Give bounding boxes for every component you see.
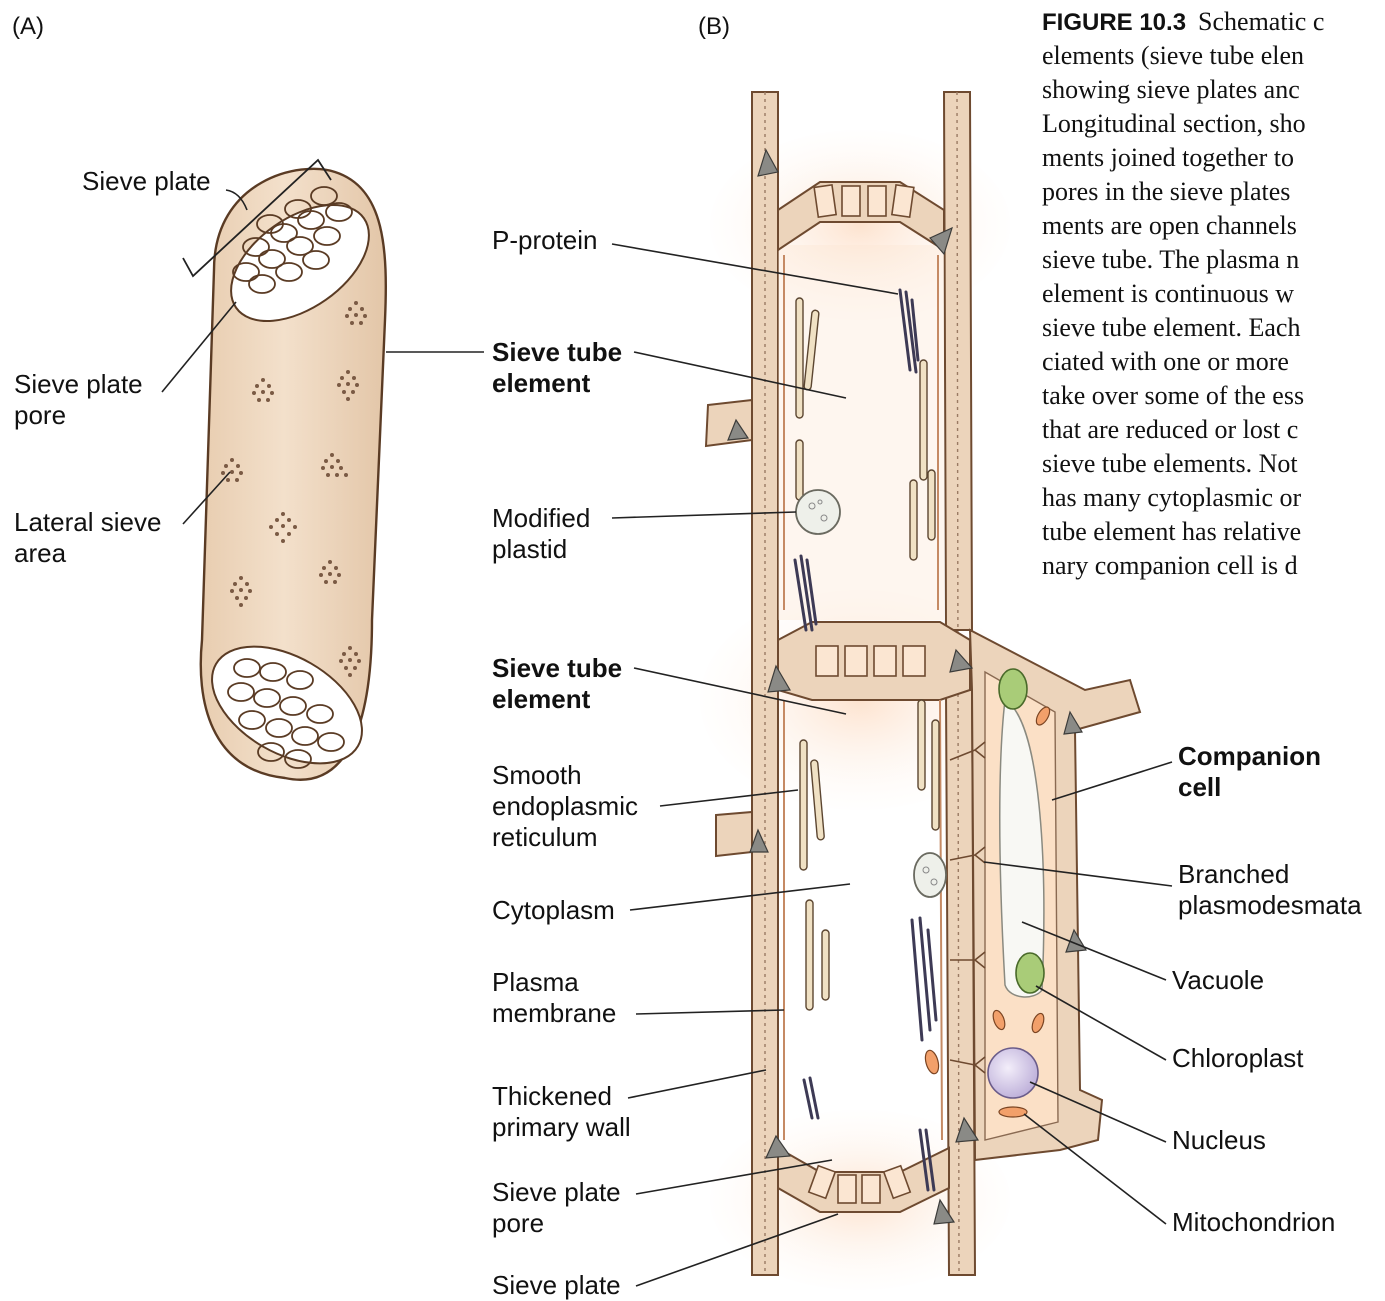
label-chloroplast: Chloroplast [1172, 1043, 1304, 1073]
caption-line: ments joined together to [1042, 143, 1294, 172]
caption-line: showing sieve plates anc [1042, 75, 1300, 104]
label-nucleus: Nucleus [1172, 1125, 1266, 1155]
leader-cytoplasm [630, 884, 850, 910]
chloroplast-bottom [1016, 953, 1044, 993]
caption-line: take over some of the ess [1042, 381, 1304, 410]
caption-figure-label: FIGURE 10.3 [1042, 9, 1186, 36]
label-p-protein: P-protein [492, 225, 598, 255]
panel-a-letter: (A) [12, 13, 44, 40]
caption-line: sieve tube. The plasma n [1042, 245, 1299, 274]
right-wall-lower [946, 690, 975, 1275]
label-smooth-er: Smooth endoplasmic reticulum [492, 760, 645, 852]
label-companion-cell: Companion cell [1178, 741, 1328, 802]
caption-line: sieve tube element. Each [1042, 313, 1300, 342]
caption-line: tube element has relative [1042, 517, 1301, 546]
left-branch-lower [716, 812, 752, 856]
label-ste-mid: Sieve tube element [492, 653, 629, 714]
label-ste-top: Sieve tube element [492, 337, 629, 398]
sieve-plate-middle-b [778, 622, 970, 700]
chloroplast-top [999, 669, 1027, 709]
label-cytoplasm: Cytoplasm [492, 895, 615, 925]
label-a-lateral-sieve-area: Lateral sieve area [14, 507, 169, 568]
panel-b-letter: (B) [698, 13, 730, 40]
leader-thickened-wall [628, 1070, 766, 1098]
caption-line: ciated with one or more [1042, 347, 1289, 376]
label-branched-plasmodesmata: Branched plasmodesmata [1178, 859, 1362, 920]
label-sieve-plate-pore-b: Sieve plate pore [492, 1177, 628, 1238]
nucleus [988, 1048, 1038, 1098]
label-thickened-wall: Thickened primary wall [492, 1081, 631, 1142]
panel-a-sieve-element [183, 160, 390, 788]
label-sieve-plate-b: Sieve plate [492, 1270, 621, 1300]
caption-line: pores in the sieve plates [1042, 177, 1290, 206]
label-a-sieve-plate: Sieve plate [82, 166, 211, 196]
label-plasma-membrane: Plasma membrane [492, 967, 616, 1028]
label-a-sieve-plate-pore: Sieve plate pore [14, 369, 150, 430]
label-vacuole: Vacuole [1172, 965, 1264, 995]
caption-line: has many cytoplasmic or [1042, 483, 1302, 512]
caption-line: ments are open channels [1042, 211, 1297, 240]
caption-line: Longitudinal section, sho [1042, 109, 1306, 138]
label-modified-plastid: Modified plastid [492, 503, 598, 564]
caption-line: element is continuous w [1042, 279, 1294, 308]
label-mitochondrion: Mitochondrion [1172, 1207, 1335, 1237]
caption-line: elements (sieve tube elen [1042, 41, 1304, 70]
mitochondria-ste [923, 1049, 941, 1075]
caption-line: sieve tube elements. Not [1042, 449, 1298, 478]
caption-line: that are reduced or lost c [1042, 415, 1298, 444]
caption-line: nary companion cell is d [1042, 551, 1298, 580]
